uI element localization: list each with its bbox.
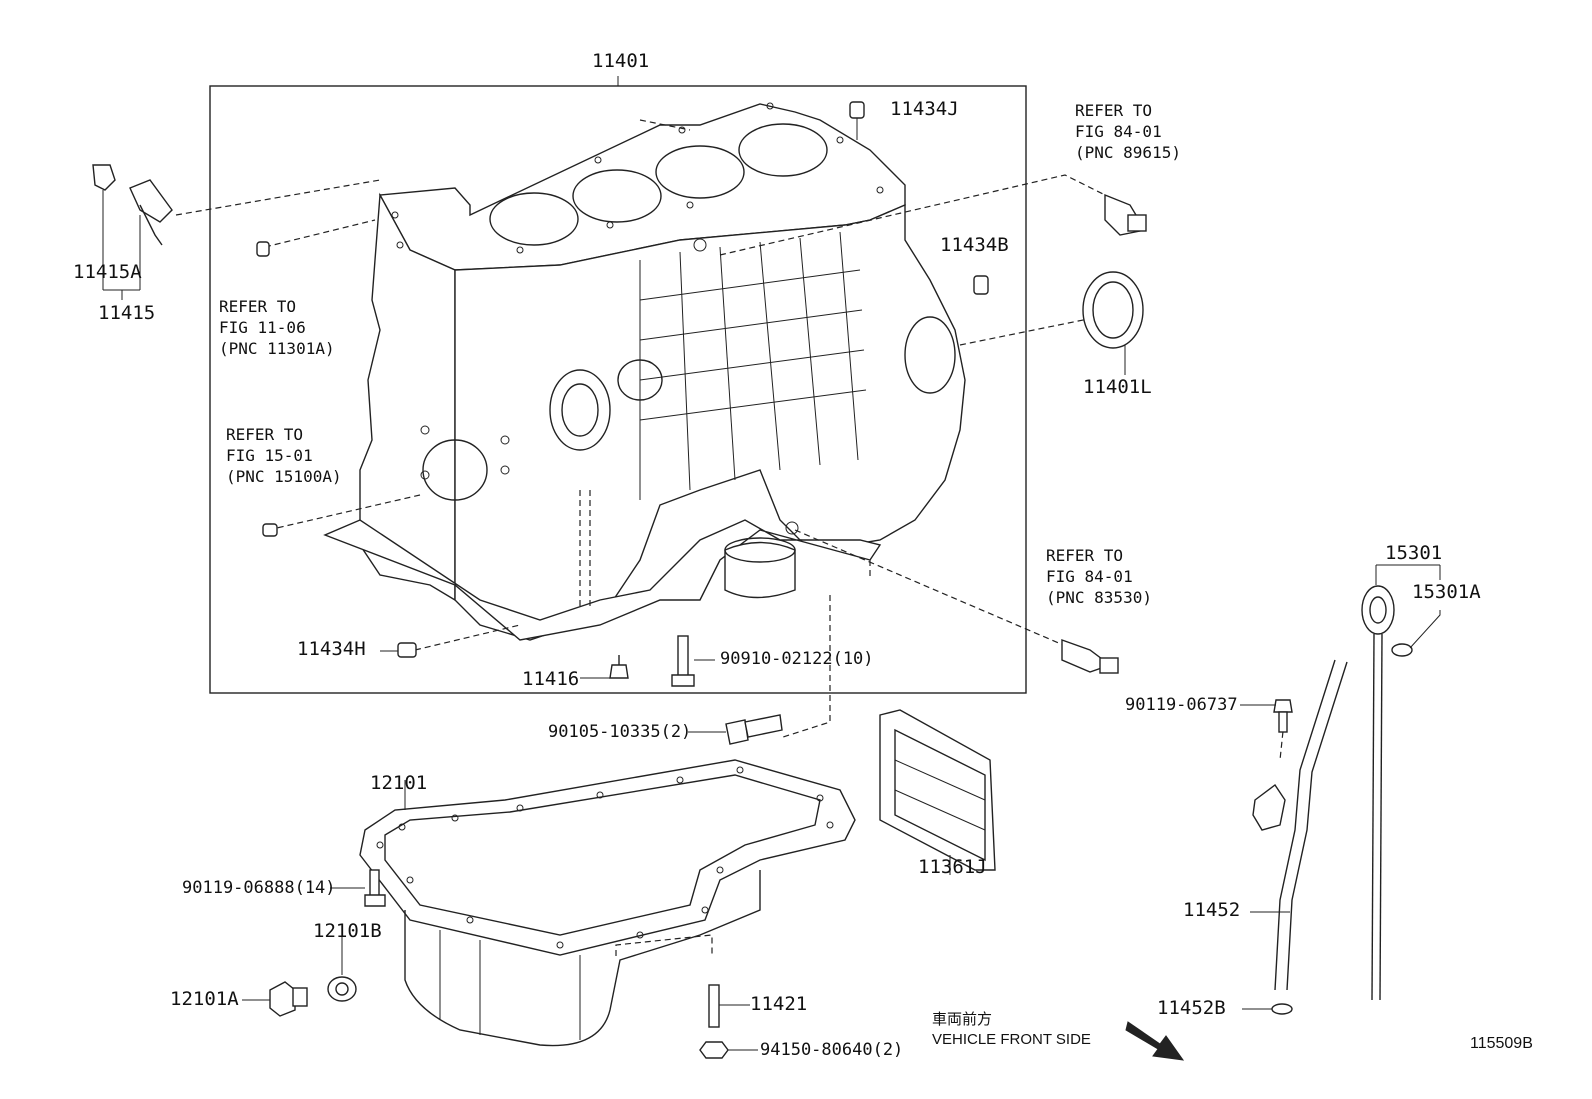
- label-90105-10335[interactable]: 90105-10335(2): [548, 722, 692, 742]
- label-15301a[interactable]: 15301A: [1412, 581, 1481, 603]
- label-11416[interactable]: 11416: [522, 668, 580, 690]
- oil-pan-12101: [359, 759, 856, 1047]
- bolt-90119-06888: [330, 869, 386, 907]
- label-90119-06888[interactable]: 90119-06888(14): [182, 878, 336, 898]
- label-11452[interactable]: 11452: [1183, 899, 1241, 921]
- nut-94150: [699, 1041, 758, 1059]
- front-side-jp: 車両前方: [932, 1011, 993, 1028]
- label-11401[interactable]: 11401: [592, 50, 650, 72]
- label-11452b[interactable]: 11452B: [1157, 997, 1226, 1019]
- label-11415[interactable]: 11415: [98, 302, 156, 324]
- drain-plug-12101a: [242, 981, 308, 1017]
- label-11415a[interactable]: 11415A: [73, 261, 142, 283]
- oil-seal-11401l: [1082, 271, 1144, 375]
- bolt-90105: [688, 714, 783, 745]
- sensor-83530: [1061, 639, 1119, 674]
- refer-note-11301a[interactable]: REFER TO FIG 11-06 (PNC 11301A): [219, 297, 335, 358]
- label-11361j[interactable]: 11361J: [918, 856, 987, 878]
- label-11401l[interactable]: 11401L: [1083, 376, 1152, 398]
- label-90119-06737[interactable]: 90119-06737: [1125, 695, 1238, 715]
- refer-note-89615[interactable]: REFER TO FIG 84-01 (PNC 89615): [1075, 101, 1181, 162]
- label-94150-80640[interactable]: 94150-80640(2): [760, 1040, 904, 1060]
- sensor-89615: [1104, 193, 1147, 236]
- baffle-11361j: [879, 709, 996, 875]
- refer-note-83530[interactable]: REFER TO FIG 84-01 (PNC 83530): [1046, 546, 1152, 607]
- label-90910-02122[interactable]: 90910-02122(10): [720, 649, 874, 669]
- label-12101b[interactable]: 12101B: [313, 920, 382, 942]
- gasket-12101b: [327, 935, 357, 1002]
- label-11434h[interactable]: 11434H: [297, 638, 366, 660]
- stud-11421: [708, 984, 750, 1028]
- label-12101[interactable]: 12101: [370, 772, 428, 794]
- o-ring-11452b: [1242, 1003, 1293, 1015]
- guide-tube-11452: [1250, 659, 1348, 991]
- bolt-90119-06737: [1240, 699, 1293, 733]
- bolt-90910: [671, 635, 715, 687]
- front-arrow-icon: [1125, 1021, 1185, 1061]
- front-side-en: VEHICLE FRONT SIDE: [932, 1031, 1091, 1048]
- refer-note-15100a[interactable]: REFER TO FIG 15-01 (PNC 15100A): [226, 425, 342, 486]
- label-11421[interactable]: 11421: [750, 993, 808, 1015]
- knock-sensor-11415: [92, 164, 173, 300]
- dashed-leaders: [175, 119, 1286, 956]
- label-11434j[interactable]: 11434J: [890, 98, 959, 120]
- label-15301[interactable]: 15301: [1385, 542, 1443, 564]
- cylinder-block-drawing: [323, 102, 966, 641]
- plug-11434j: [849, 101, 865, 140]
- dipstick-15301: [1361, 564, 1441, 1001]
- bolt-11416: [580, 655, 629, 679]
- o-ring-15301a: [1391, 610, 1441, 657]
- label-11434b[interactable]: 11434B: [940, 234, 1009, 256]
- figure-number: 115509B: [1470, 1035, 1533, 1052]
- label-12101a[interactable]: 12101A: [170, 988, 239, 1010]
